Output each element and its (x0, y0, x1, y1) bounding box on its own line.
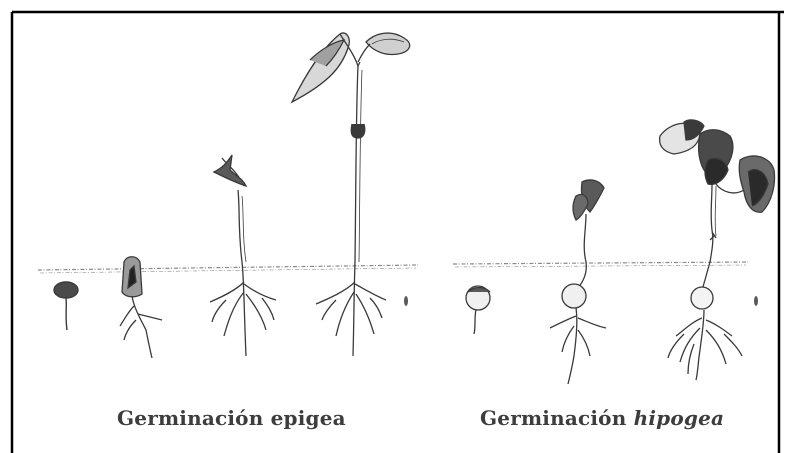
caption-hipogea-type: hipogea (634, 406, 725, 430)
seed-fragment-icon (754, 296, 758, 306)
seed-fragment-icon (404, 296, 408, 306)
pea-seed-icon (466, 286, 490, 334)
pea-plant-icon (660, 120, 775, 380)
frame-border (12, 12, 784, 453)
soil-line-epigea (38, 265, 418, 273)
caption-hipogea: Germinación hipogea (480, 406, 724, 430)
bean-seedling-icon (210, 155, 276, 356)
pea-seedling-icon (550, 180, 606, 384)
caption-hipogea-word: Germinación (480, 406, 626, 430)
soil-line-hipogea (453, 262, 748, 267)
bean-plant-icon (292, 33, 410, 356)
seed-icon (54, 282, 78, 330)
caption-epigea: Germinación epigea (117, 406, 346, 430)
sprouting-seed-icon (120, 257, 162, 358)
